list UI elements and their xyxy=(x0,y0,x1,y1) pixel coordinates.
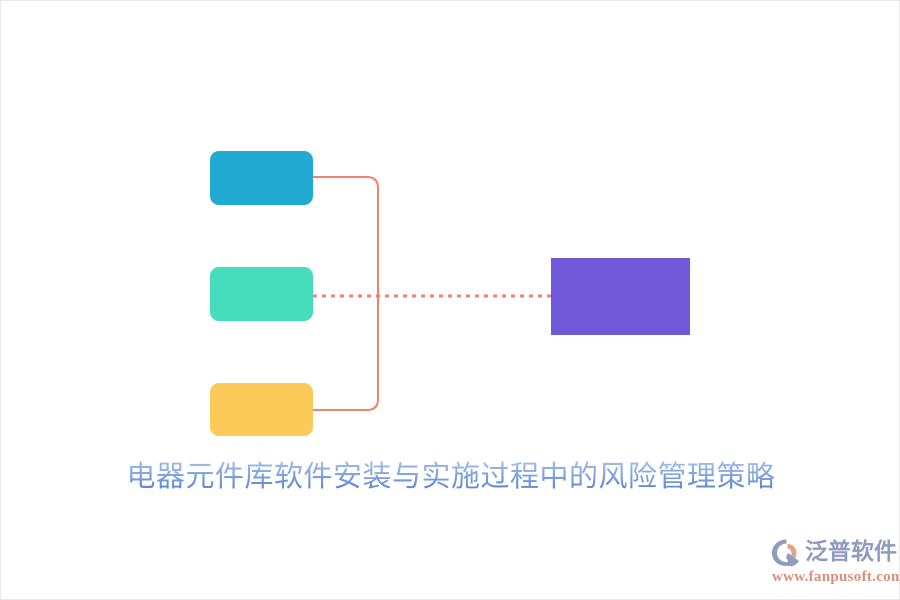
yellow-block-label xyxy=(210,383,313,436)
watermark: 泛普软件 www.fanpusoft.com xyxy=(771,536,899,591)
logo-wedge xyxy=(786,552,799,566)
purple-block-label xyxy=(551,258,690,335)
brand-url: www.fanpusoft.com xyxy=(772,569,900,585)
blue-block-label xyxy=(210,151,313,205)
logo-inner-crescent xyxy=(787,543,797,558)
yellow-rounded-block[interactable] xyxy=(210,383,313,436)
blue-rounded-block[interactable] xyxy=(210,151,313,205)
green-block-label xyxy=(210,267,313,321)
solid-bracket-connector xyxy=(312,176,379,411)
brand-name: 泛普软件 xyxy=(805,538,897,565)
purple-block[interactable] xyxy=(551,258,690,335)
fanpu-logo-icon xyxy=(772,539,799,566)
green-rounded-block[interactable] xyxy=(210,267,313,321)
logo-outer-arc xyxy=(772,539,795,566)
page-title: 电器元件库软件安装与实施过程中的风险管理策略 xyxy=(1,453,899,495)
logo-row: 泛普软件 xyxy=(771,536,897,568)
